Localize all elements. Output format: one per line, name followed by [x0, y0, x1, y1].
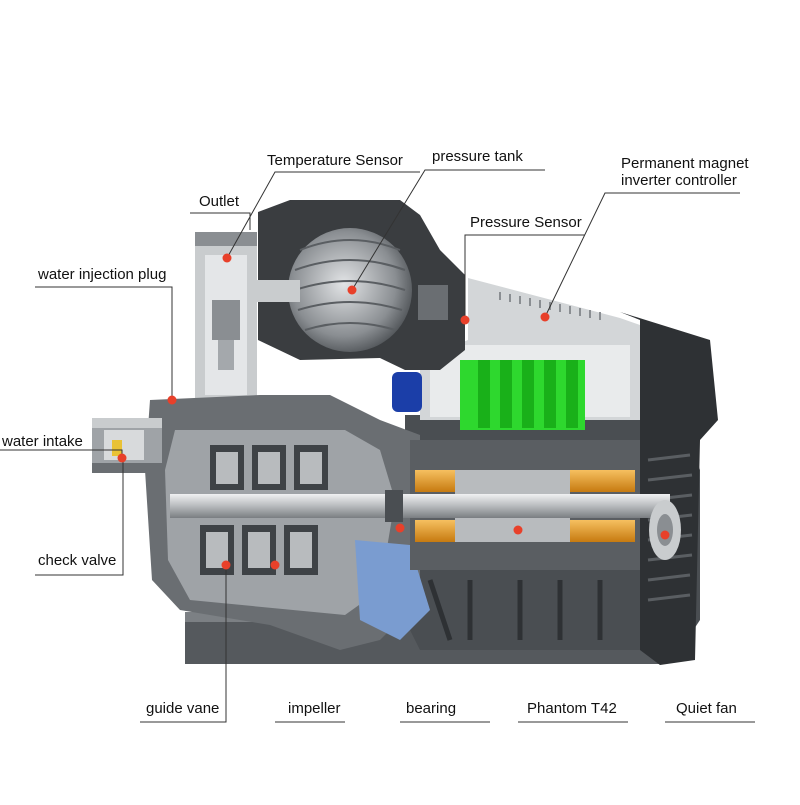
marker-bearing — [395, 523, 405, 533]
controller-board — [460, 360, 585, 430]
leader-temperature-sensor — [226, 171, 420, 259]
marker-impeller — [270, 560, 280, 570]
label-pressure-sensor: Pressure Sensor — [470, 214, 582, 231]
motor-bottom-fins — [427, 579, 603, 641]
fan-cover — [620, 312, 718, 665]
label-inverter-line1: Permanent magnet — [621, 155, 749, 172]
tank-valve — [418, 285, 448, 320]
label-water-injection-plug: water injection plug — [38, 266, 167, 283]
label-check-valve: check valve — [38, 552, 117, 569]
pump-body — [92, 200, 718, 665]
marker-water-intake — [117, 453, 127, 463]
label-guide-vane: guide vane — [146, 700, 220, 717]
label-temperature-sensor: Temperature Sensor — [267, 152, 403, 169]
leader-guide-vane — [140, 565, 227, 723]
impeller-stages-upper — [210, 445, 328, 490]
main-shaft — [170, 494, 670, 518]
marker-temperature-sensor — [222, 253, 232, 263]
label-outlet: Outlet — [199, 193, 240, 210]
leader-outlet — [190, 212, 251, 230]
marker-guide-vane — [221, 560, 231, 570]
leader-inverter — [544, 192, 740, 318]
marker-inverter — [540, 312, 550, 322]
marker-pressure-sensor — [460, 315, 470, 325]
marker-water-injection-plug — [167, 395, 177, 405]
leader-pressure-tank — [351, 169, 545, 291]
label-inverter-line2: inverter controller — [621, 172, 737, 189]
label-pressure-tank: pressure tank — [432, 148, 523, 165]
tank-stem — [250, 280, 300, 302]
label-motor: Phantom T42 — [527, 700, 617, 717]
leader-water-injection-plug — [35, 286, 173, 400]
marker-pressure-tank — [347, 285, 357, 295]
label-quiet-fan: Quiet fan — [676, 700, 737, 717]
leader-check-valve — [35, 458, 124, 576]
marker-dots — [117, 253, 670, 570]
blue-cable — [392, 372, 422, 412]
controller-vents — [499, 292, 601, 320]
impeller-stages-lower — [200, 525, 318, 575]
water-intake-pipe — [92, 418, 162, 473]
label-bearing: bearing — [406, 700, 457, 717]
leader-pressure-sensor — [464, 234, 585, 320]
marker-motor — [513, 525, 523, 535]
label-water-intake: water intake — [2, 433, 83, 450]
marker-quiet-fan — [660, 530, 670, 540]
shaft-seal — [385, 490, 403, 522]
tank-ribs — [294, 239, 406, 331]
label-impeller: impeller — [288, 700, 341, 717]
